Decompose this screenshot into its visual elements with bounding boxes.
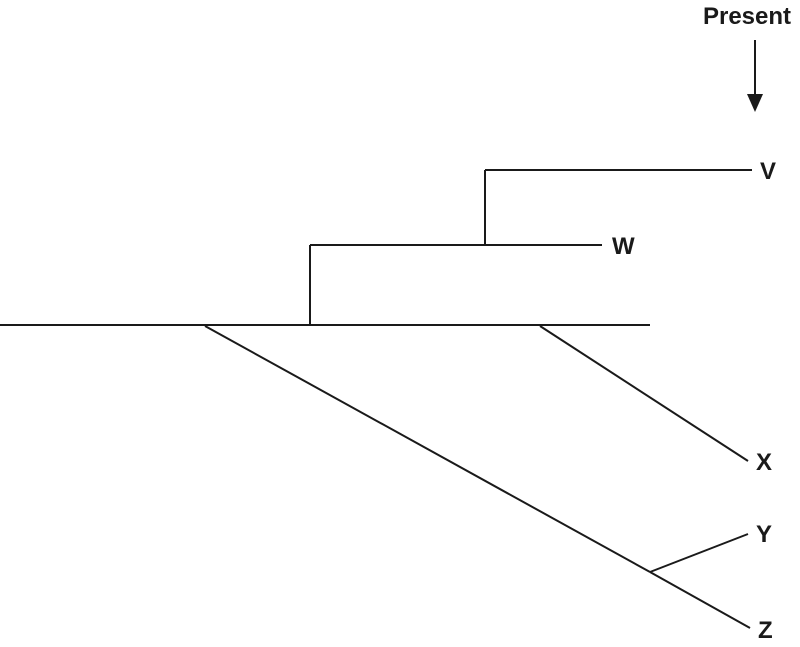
tip-label-z: Z bbox=[758, 617, 773, 644]
present-label: Present bbox=[703, 3, 791, 30]
tip-label-y: Y bbox=[756, 521, 772, 548]
yz-branch-line bbox=[204, 325, 651, 573]
x-branch-line bbox=[539, 325, 749, 462]
tip-label-x: X bbox=[756, 449, 772, 476]
z-branch-line bbox=[649, 571, 751, 629]
time-arrow-head-icon bbox=[747, 94, 763, 112]
tip-label-w: W bbox=[612, 233, 635, 260]
tip-label-v: V bbox=[760, 158, 776, 185]
y-branch-line bbox=[649, 533, 749, 573]
